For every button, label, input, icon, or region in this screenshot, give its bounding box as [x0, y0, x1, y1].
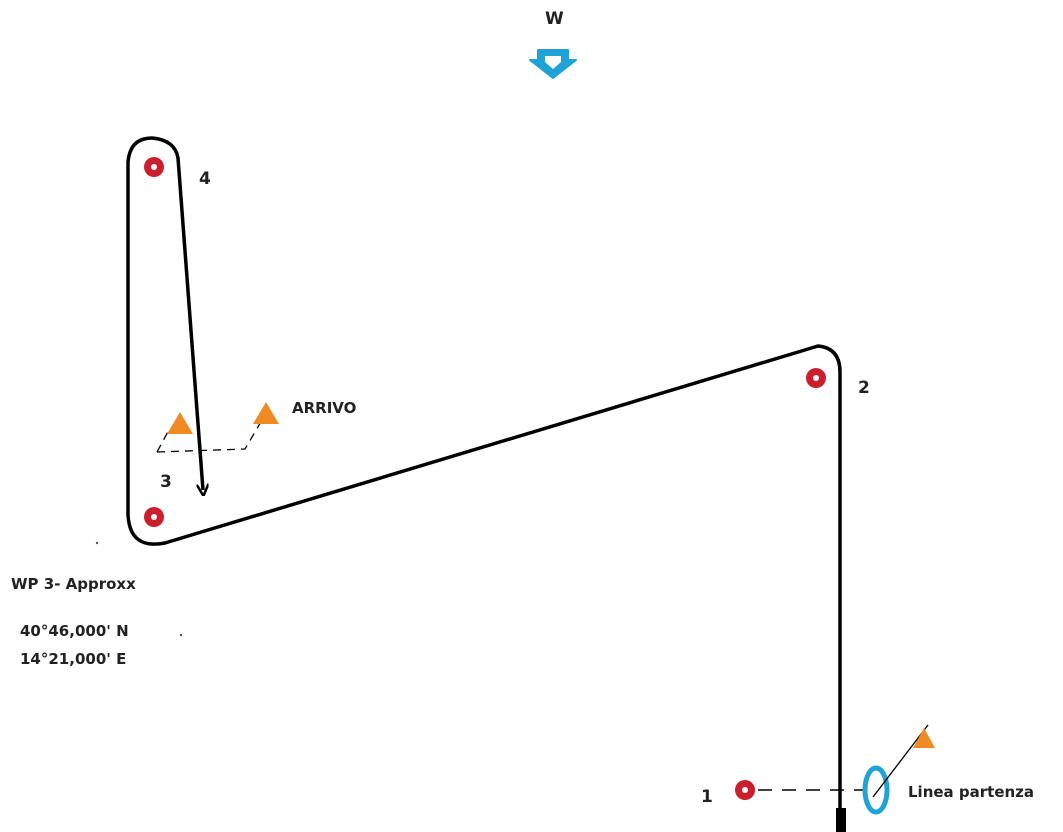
finish-flag-right-triangle-icon — [253, 402, 279, 424]
waypoint-latitude: 40°46,000' N — [20, 622, 129, 640]
start-line-label: Linea partenza — [908, 783, 1035, 801]
start-flag-triangle-icon — [913, 728, 935, 748]
stray-dot — [179, 633, 183, 637]
mark-4-buoy-icon — [144, 157, 164, 177]
start-committee-boat-icon — [836, 808, 846, 832]
course-route-line — [126, 136, 842, 824]
mark-3-label: 3 — [160, 472, 172, 492]
mark-2-label: 2 — [858, 378, 870, 398]
mark-1-label: 1 — [701, 787, 713, 807]
mark-1-buoy-icon — [735, 780, 755, 800]
course-final-leg-arrow — [176, 157, 203, 490]
start-buoy-icon — [862, 765, 890, 815]
mark-3-buoy-icon — [144, 507, 164, 527]
wind-label: W — [545, 9, 564, 29]
wind-direction-arrow-icon — [529, 49, 577, 79]
waypoint-title: WP 3- Approxx — [11, 575, 136, 593]
finish-flag-left-triangle-icon — [167, 412, 193, 434]
mark-2-buoy-icon — [806, 368, 826, 388]
finish-label: ARRIVO — [292, 399, 357, 417]
mark-4-label: 4 — [199, 169, 211, 189]
start-flag-line — [872, 724, 929, 798]
waypoint-longitude: 14°21,000' E — [20, 650, 127, 668]
finish-line-dashed — [156, 414, 266, 453]
stray-dot — [95, 541, 99, 545]
